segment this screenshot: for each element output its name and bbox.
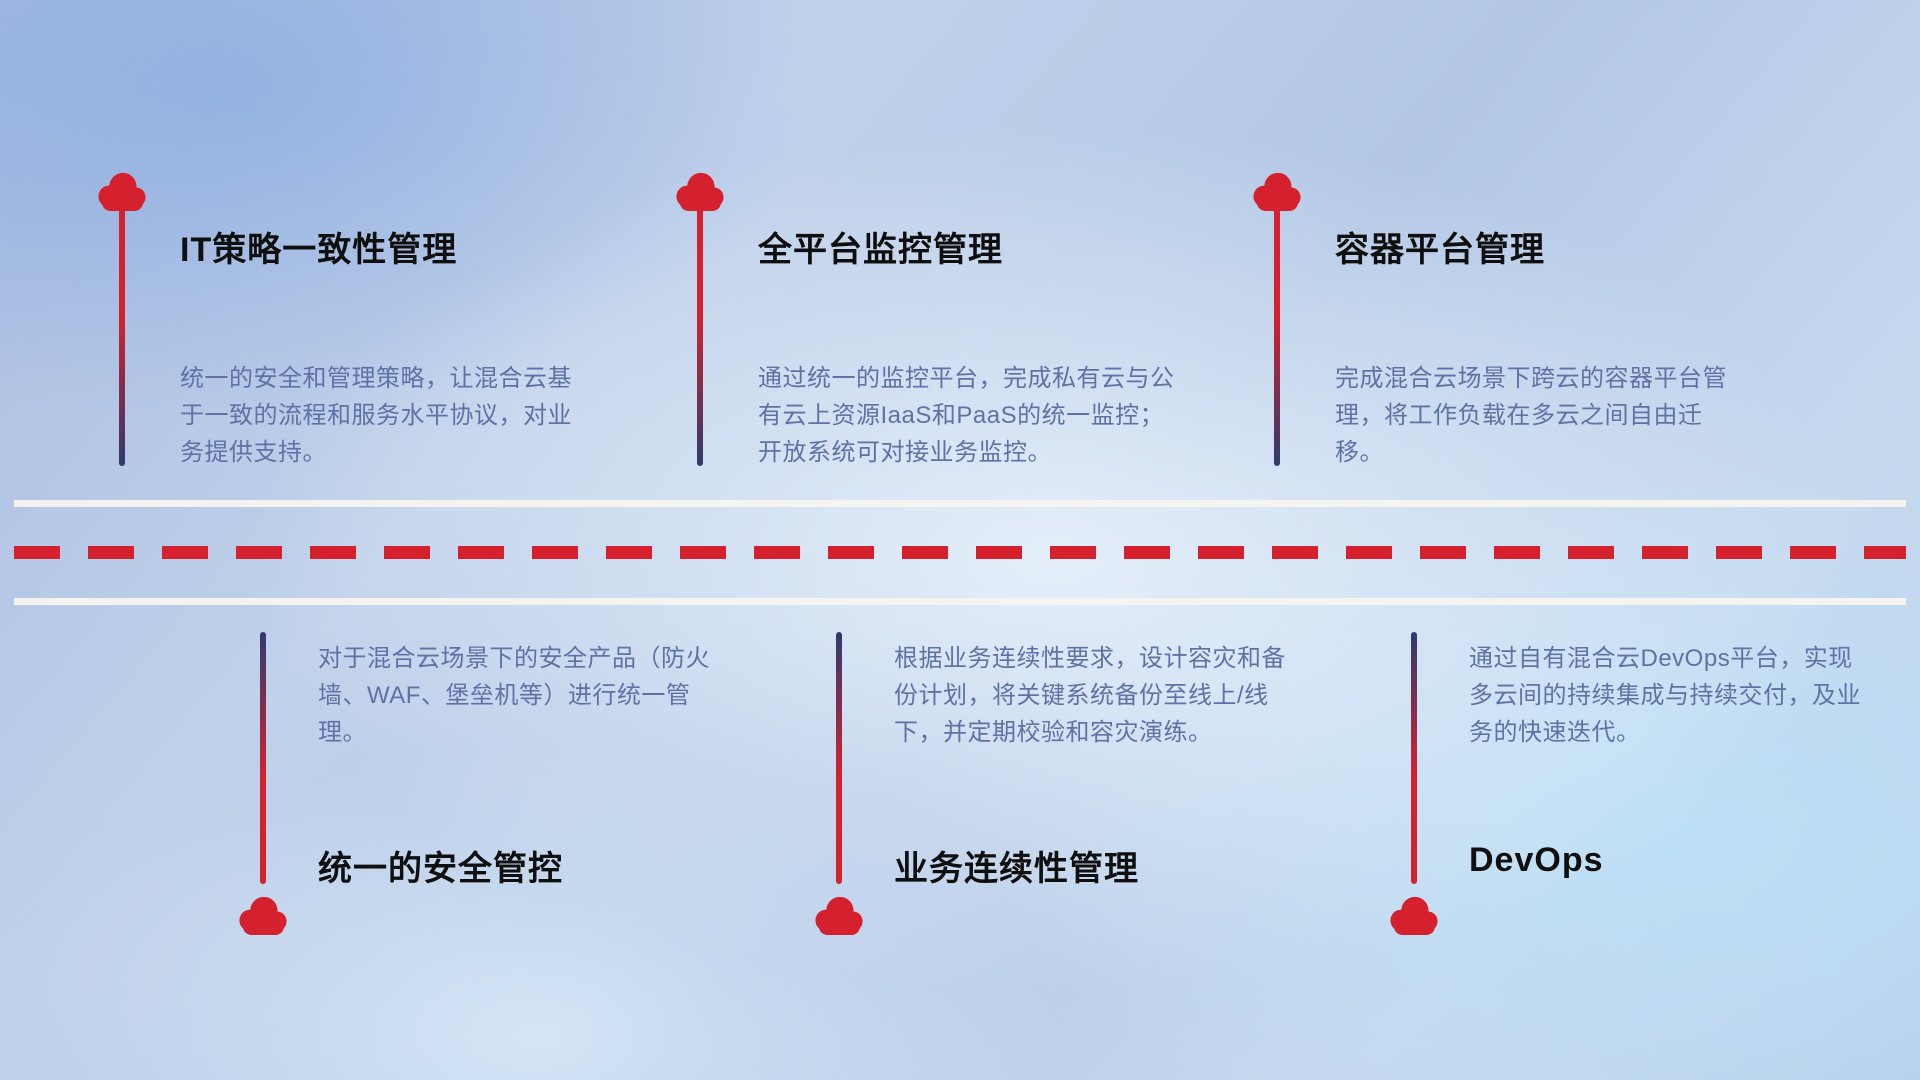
item-title: 全平台监控管理 — [758, 231, 1003, 269]
item-description: 通过统一的监控平台，完成私有云与公有云上资源IaaS和PaaS的统一监控；开放系… — [758, 365, 1175, 466]
item-description: 统一的安全和管理策略，让混合云基于一致的流程和服务水平协议，对业务提供支持。 — [180, 365, 572, 466]
item-description: 完成混合云场景下跨云的容器平台管理，将工作负载在多云之间自由迁移。 — [1335, 365, 1727, 466]
item-title: 容器平台管理 — [1335, 231, 1545, 269]
connector-line — [1274, 204, 1280, 466]
connector-line — [260, 632, 266, 884]
road-center-dashed-line — [14, 546, 1906, 559]
road-bottom-line — [14, 598, 1906, 605]
cloud-icon — [93, 170, 151, 212]
cloud-icon — [810, 894, 868, 936]
connector-line — [697, 204, 703, 466]
cloud-icon — [234, 894, 292, 936]
item-title: DevOps — [1469, 841, 1604, 879]
item-description: 根据业务连续性要求，设计容灾和备份计划，将关键系统备份至线上/线下，并定期校验和… — [894, 645, 1286, 746]
item-description: 通过自有混合云DevOps平台，实现多云间的持续集成与持续交付，及业务的快速迭代… — [1469, 645, 1861, 746]
item-title: 业务连续性管理 — [894, 850, 1139, 888]
road-top-line — [14, 500, 1906, 507]
item-title: IT策略一致性管理 — [180, 231, 458, 269]
cloud-icon — [1248, 170, 1306, 212]
connector-line — [119, 204, 125, 466]
connector-line — [836, 632, 842, 884]
item-title: 统一的安全管控 — [318, 850, 563, 888]
cloud-icon — [671, 170, 729, 212]
cloud-icon — [1385, 894, 1443, 936]
connector-line — [1411, 632, 1417, 884]
item-description: 对于混合云场景下的安全产品（防火墙、WAF、堡垒机等）进行统一管理。 — [318, 645, 710, 746]
